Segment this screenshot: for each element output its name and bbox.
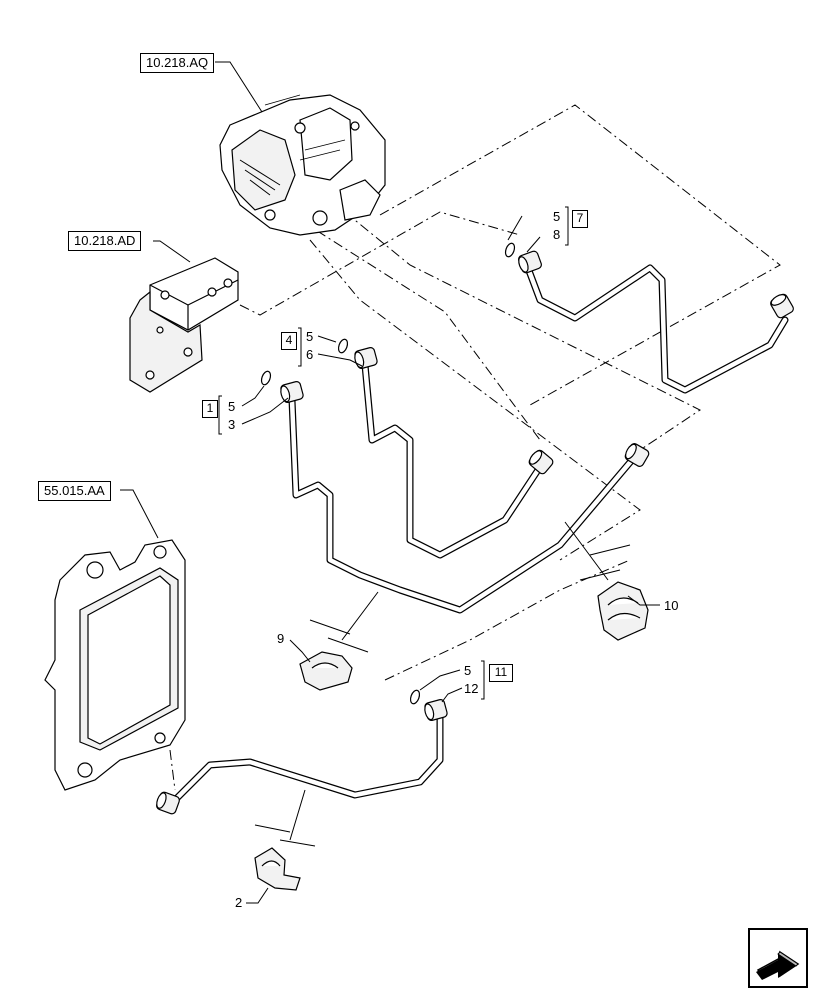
leader-lines (120, 61, 660, 904)
o-rings (260, 242, 516, 705)
callout-12: 12 (464, 681, 479, 696)
group-box-11: 11 (489, 664, 513, 682)
callout-10: 10 (664, 598, 679, 613)
callout-5-group-1: 5 (228, 399, 236, 414)
callout-5-group-4: 5 (306, 329, 314, 344)
callout-5-group-7: 5 (553, 209, 561, 224)
pipe-clips (254, 581, 649, 891)
group-box-4: 4 (281, 332, 297, 350)
callout-9: 9 (277, 631, 285, 646)
high-pressure-pump (219, 94, 386, 236)
next-page-arrow-icon (756, 950, 800, 980)
ref-pump[interactable]: 10.218.AQ (140, 53, 215, 73)
group-box-7: 7 (572, 210, 588, 228)
ecu-module (44, 539, 186, 791)
section-marks (254, 521, 631, 847)
fuel-pipes (171, 264, 789, 804)
callout-8: 8 (553, 227, 561, 242)
group-brackets (218, 206, 569, 700)
callout-5-group-11: 5 (464, 663, 472, 678)
next-page-button[interactable] (748, 928, 808, 988)
callout-3: 3 (228, 417, 236, 432)
junction-block (129, 257, 239, 393)
callout-6: 6 (306, 347, 314, 362)
ref-ecu[interactable]: 55.015.AA (38, 481, 111, 501)
pipe-fittings (156, 250, 794, 815)
ref-junction-block[interactable]: 10.218.AD (68, 231, 142, 251)
group-box-1: 1 (202, 400, 218, 418)
routing-lines (169, 104, 781, 791)
callout-2: 2 (235, 895, 243, 910)
